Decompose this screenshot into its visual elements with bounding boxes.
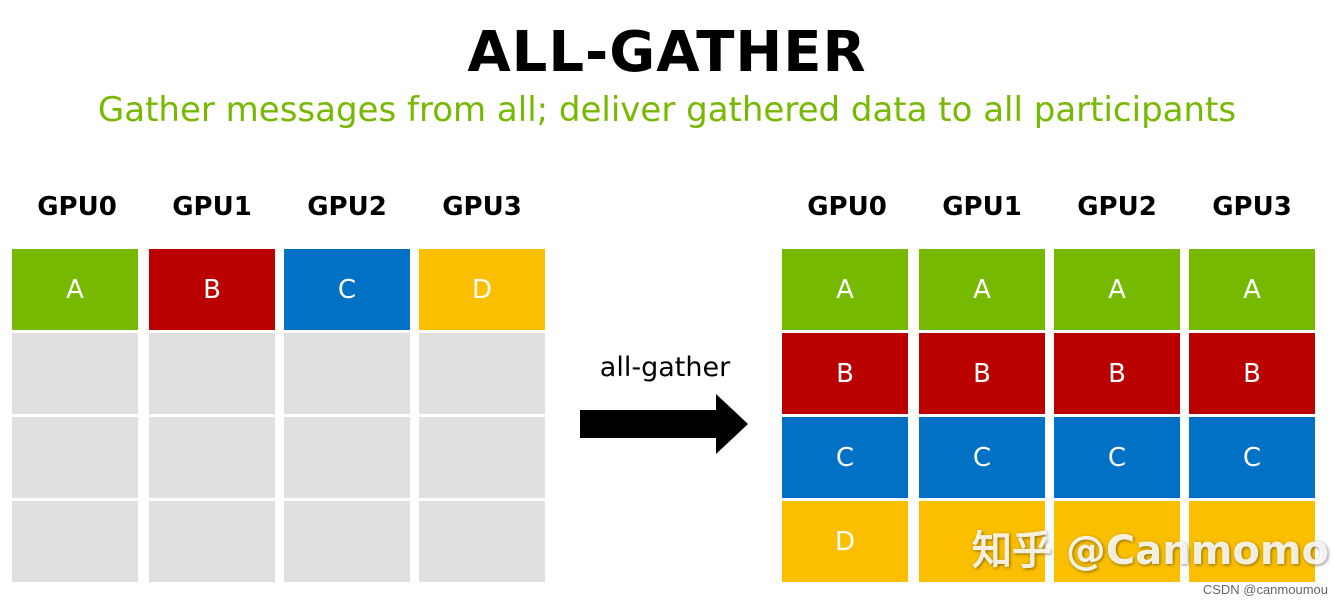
left-empty-cell bbox=[12, 417, 138, 498]
right-gpu2-label: GPU2 bbox=[1077, 192, 1157, 222]
left-empty-cell bbox=[284, 501, 410, 582]
diagram-title: ALL-GATHER bbox=[467, 20, 867, 85]
left-empty-cell bbox=[419, 417, 545, 498]
left-gpu2-label: GPU2 bbox=[307, 192, 387, 222]
left-gpu0-label: GPU0 bbox=[37, 192, 117, 222]
left-gpu3-cell-d: D bbox=[419, 249, 545, 330]
zhihu-watermark: 知乎 @Canmomo bbox=[972, 528, 1330, 574]
left-empty-cell bbox=[12, 501, 138, 582]
right-gpu0-cell-c: C bbox=[782, 417, 908, 498]
csdn-credit: CSDN @canmoumou bbox=[1202, 582, 1328, 597]
right-arrow-icon bbox=[580, 394, 748, 454]
left-gpu3-label: GPU3 bbox=[442, 192, 522, 222]
left-gpu1-cell-b: B bbox=[149, 249, 275, 330]
right-gpu2-cell-a: A bbox=[1054, 249, 1180, 330]
right-gpu0-cell-b: B bbox=[782, 333, 908, 414]
right-gpu3-cell-a: A bbox=[1189, 249, 1315, 330]
left-empty-cell bbox=[149, 501, 275, 582]
left-gpu2-cell-c: C bbox=[284, 249, 410, 330]
right-gpu0-cell-a: A bbox=[782, 249, 908, 330]
right-gpu1-label: GPU1 bbox=[942, 192, 1022, 222]
left-empty-cell bbox=[419, 333, 545, 414]
right-gpu2-cell-b: B bbox=[1054, 333, 1180, 414]
right-gpu3-label: GPU3 bbox=[1212, 192, 1292, 222]
right-gpu1-cell-d bbox=[919, 501, 1045, 582]
left-gpu0-cell-a: A bbox=[12, 249, 138, 330]
right-gpu2-cell-d bbox=[1054, 501, 1180, 582]
left-empty-cell bbox=[284, 333, 410, 414]
right-gpu3-cell-c: C bbox=[1189, 417, 1315, 498]
right-gpu3-cell-b: B bbox=[1189, 333, 1315, 414]
diagram-subtitle: Gather messages from all; deliver gather… bbox=[97, 90, 1237, 130]
right-gpu1-cell-c: C bbox=[919, 417, 1045, 498]
right-gpu3-cell-d bbox=[1189, 501, 1315, 582]
left-empty-cell bbox=[12, 333, 138, 414]
right-gpu2-cell-c: C bbox=[1054, 417, 1180, 498]
left-empty-cell bbox=[149, 333, 275, 414]
right-gpu1-cell-a: A bbox=[919, 249, 1045, 330]
left-empty-cell bbox=[149, 417, 275, 498]
right-gpu0-label: GPU0 bbox=[807, 192, 887, 222]
right-gpu0-cell-d: D bbox=[782, 501, 908, 582]
right-gpu1-cell-b: B bbox=[919, 333, 1045, 414]
left-empty-cell bbox=[284, 417, 410, 498]
left-empty-cell bbox=[419, 501, 545, 582]
all-gather-label: all-gather bbox=[599, 352, 731, 383]
left-gpu1-label: GPU1 bbox=[172, 192, 252, 222]
